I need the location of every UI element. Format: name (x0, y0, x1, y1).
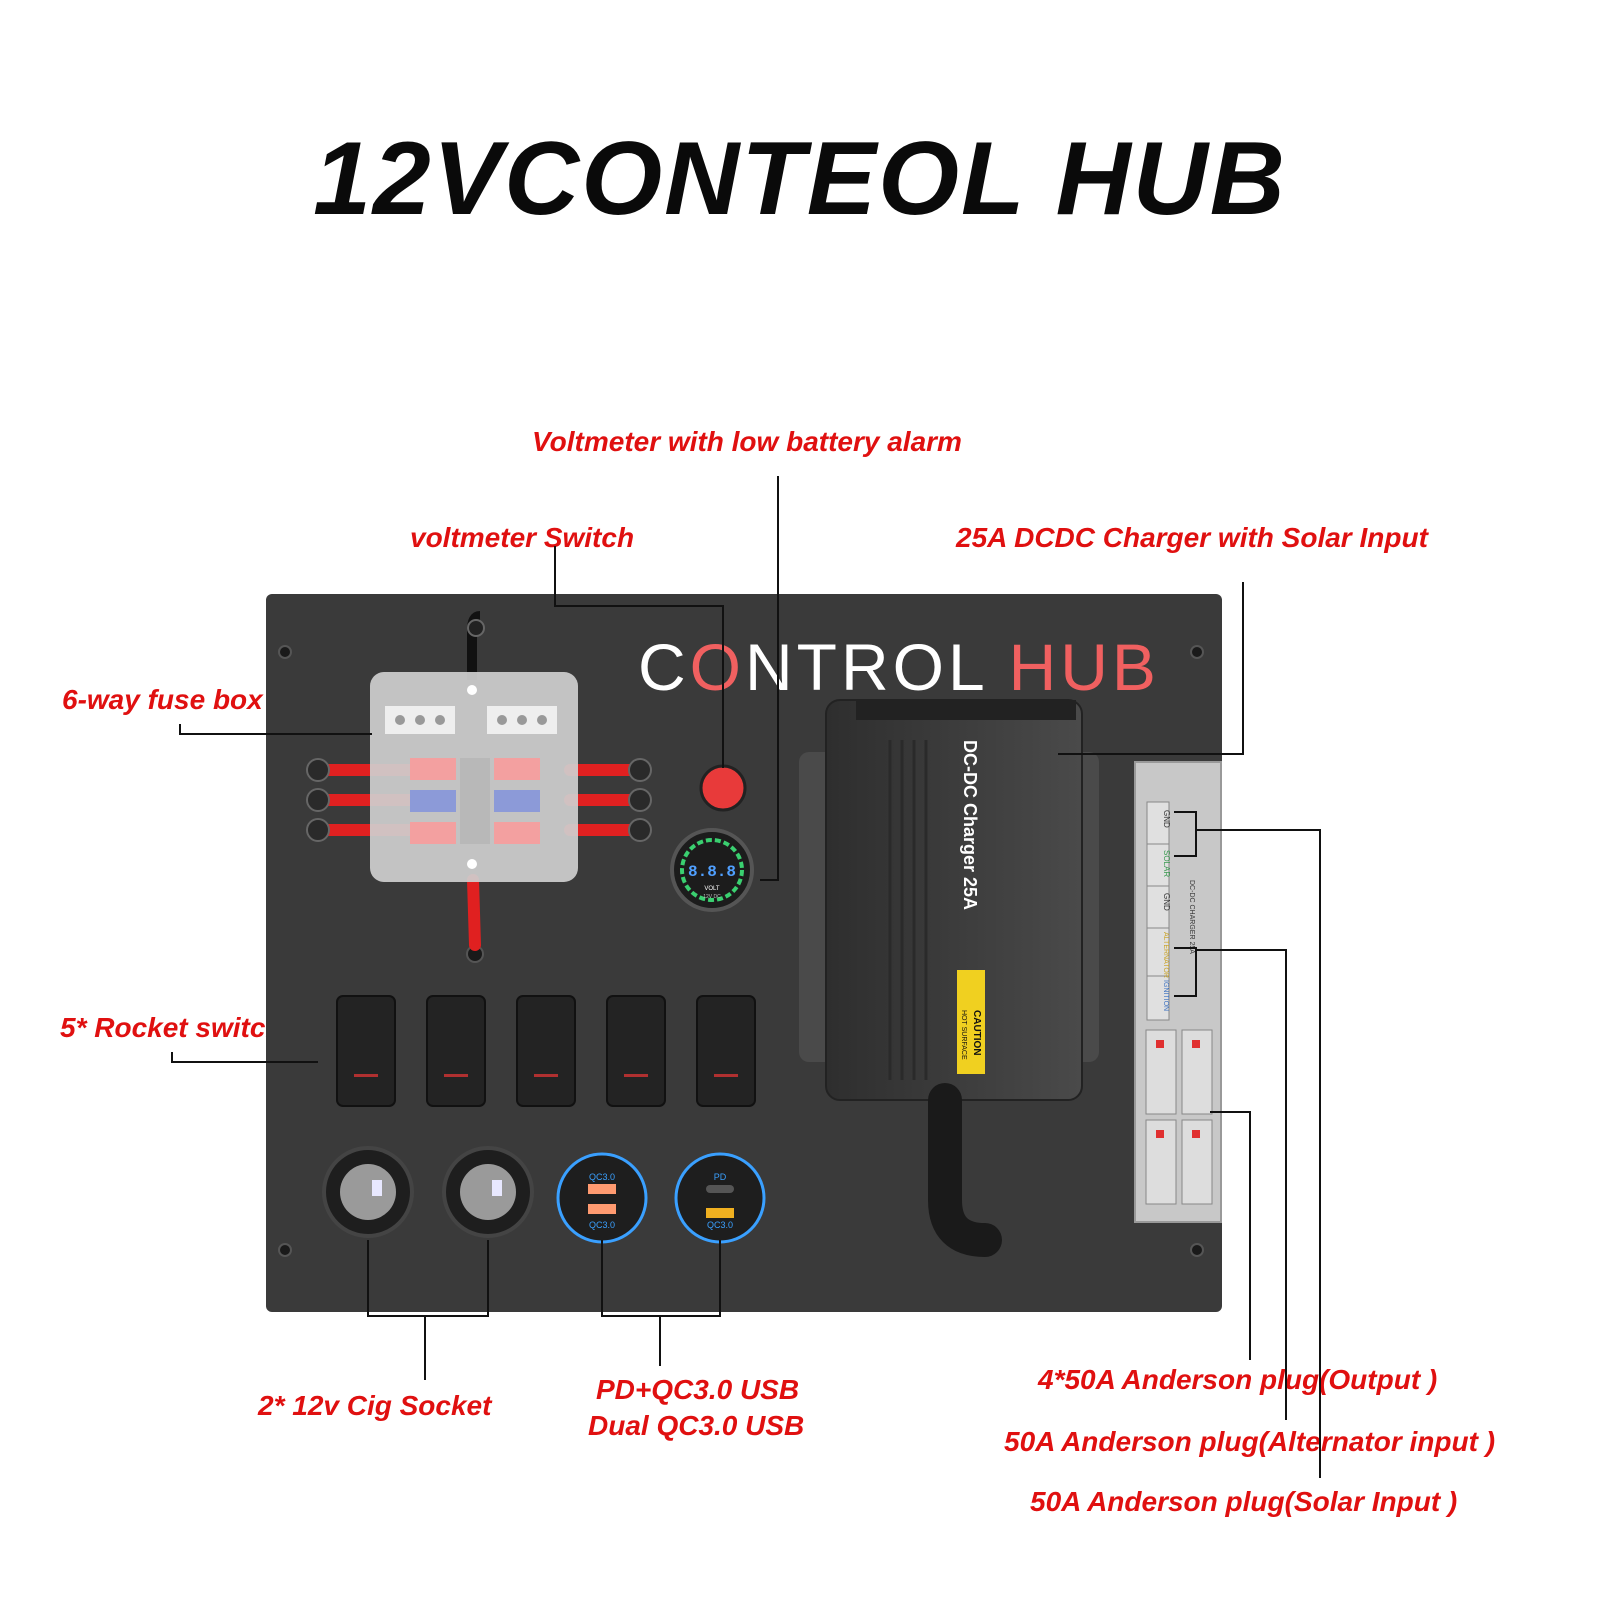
label-voltmeter-switch: voltmeter Switch (410, 522, 635, 553)
terminal-gnd1: GND (1162, 810, 1171, 828)
leader-lines (171, 476, 1321, 1478)
voltmeter-switch-button (699, 764, 747, 812)
rocker-switches (336, 995, 756, 1107)
terminal-strip: GND SOLAR GND ALTERNATOR IGNITION DC-DC … (1134, 761, 1222, 1223)
brand-prefix: C (638, 630, 690, 704)
label-dcdc-charger: 25A DCDC Charger with Solar Input (956, 522, 1428, 553)
fuse-box (370, 672, 578, 882)
dcdc-charger: DC-DC Charger 25A CAUTION HOT SURFACE (799, 699, 1099, 1257)
usb-pd-qc: PD QC3.0 (674, 1152, 766, 1244)
label-usb-line2: Dual QC3.0 USB (588, 1410, 805, 1441)
voltmeter-gauge: 8.8.8 VOLT 12V DC (670, 828, 754, 912)
voltmeter-unit: VOLT (704, 886, 720, 892)
cig-socket-right (442, 1146, 534, 1238)
terminal-gnd2: GND (1162, 893, 1171, 911)
wire-grommets (306, 758, 652, 842)
usb-dual-qc: QC3.0 QC3.0 (556, 1152, 648, 1244)
label-voltmeter-alarm: Voltmeter with low battery alarm (532, 426, 962, 457)
fuses (410, 758, 540, 844)
caution-sub: HOT SURFACE (960, 1010, 967, 1060)
brand-suffix: HUB (1009, 630, 1160, 704)
terminal-ignition: IGNITION (1162, 980, 1169, 1011)
cig-socket-left (322, 1146, 414, 1238)
caution-title: CAUTION (971, 1010, 982, 1056)
usb-qc-right: QC3.0 (707, 1220, 733, 1230)
label-rocket-switch: 5* Rocket switch (60, 1012, 283, 1043)
brand-o: O (690, 630, 745, 704)
usb-qc-bottom: QC3.0 (589, 1220, 615, 1230)
page-title: 12VCONTEOL HUB (313, 121, 1287, 237)
voltmeter-sub: 12V DC (703, 894, 721, 900)
label-anderson-output: 4*50A Anderson plug(Output ) (1038, 1364, 1438, 1395)
panel-screws (278, 645, 1204, 1257)
terminal-solar: SOLAR (1162, 850, 1171, 877)
rocker-indicators (354, 1074, 738, 1077)
usb-pd-text: PD (714, 1172, 727, 1182)
voltmeter-reading: 8.8.8 (688, 863, 736, 881)
label-usb-line1: PD+QC3.0 USB (596, 1374, 800, 1405)
label-cig-socket: 2* 12v Cig Socket (258, 1390, 492, 1421)
label-anderson-solar: 50A Anderson plug(Solar Input ) (1030, 1486, 1458, 1517)
terminal-strip-title: DC-DC CHARGER 25A (1188, 880, 1195, 954)
brand-middle: NTROL (745, 630, 986, 704)
charger-label: DC-DC Charger 25A (960, 740, 980, 910)
label-fuse-box: 6-way fuse box (62, 684, 263, 715)
terminal-alternator: ALTERNATOR (1162, 932, 1169, 978)
label-anderson-alternator: 50A Anderson plug(Alternator input ) (1004, 1426, 1496, 1457)
brand-logo: CONTROL HUB (638, 630, 1160, 704)
usb-qc-top: QC3.0 (589, 1172, 615, 1182)
